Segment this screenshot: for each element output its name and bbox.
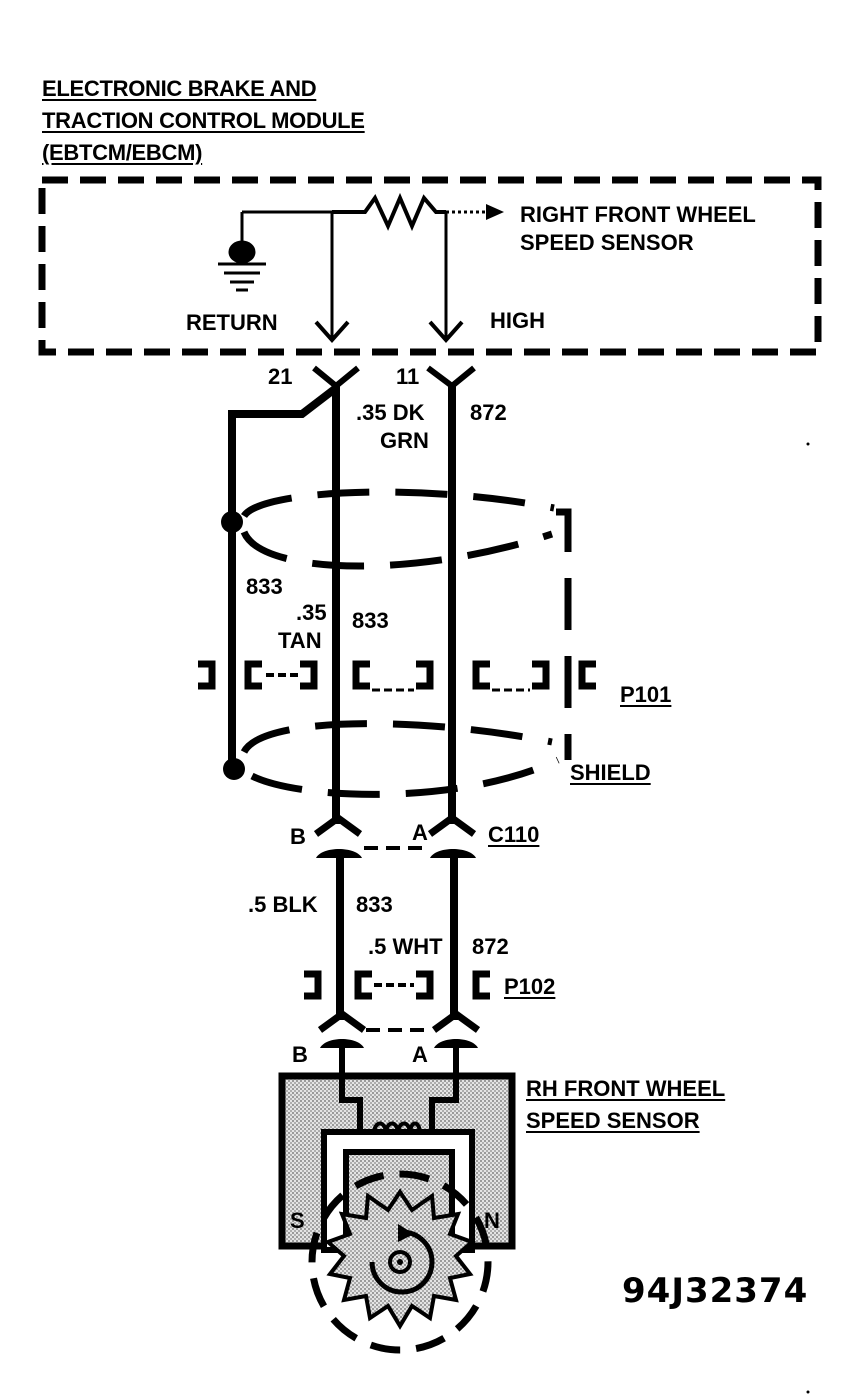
module-title-line-2: TRACTION CONTROL MODULE bbox=[42, 108, 365, 133]
sensor-label-line-2: SPEED SENSOR bbox=[526, 1108, 700, 1133]
rotation-arrow-icon bbox=[369, 1224, 435, 1295]
sensor-pin-a-label: A bbox=[412, 1042, 428, 1067]
p102-label: P102 bbox=[504, 974, 556, 999]
sensor-pole-s: S bbox=[290, 1208, 305, 1233]
module-connector-high-icon bbox=[426, 365, 476, 390]
high-pin-number: 11 bbox=[396, 364, 420, 389]
upper-high-gauge-line-1: .35 DK bbox=[356, 400, 425, 425]
c110-pin-b-label: B bbox=[290, 824, 306, 849]
high-chevron-icon bbox=[428, 320, 464, 344]
high-label: HIGH bbox=[490, 308, 545, 333]
c110-pin-b-lower-icon bbox=[316, 849, 362, 858]
upper-high-circuit: 872 bbox=[470, 400, 507, 425]
sensor-label-line-1: RH FRONT WHEEL bbox=[526, 1076, 726, 1101]
p102-connector-icon bbox=[304, 970, 490, 1000]
module-title-line-1: ELECTRONIC BRAKE AND bbox=[42, 76, 317, 101]
lower-b-circuit: 833 bbox=[356, 892, 393, 917]
drain-circuit: 833 bbox=[246, 574, 283, 599]
signal-arrow-head bbox=[486, 204, 504, 220]
lower-b-gauge: .5 BLK bbox=[248, 892, 318, 917]
sensor-pin-b-label: B bbox=[292, 1042, 308, 1067]
p101-connector-icon bbox=[198, 660, 596, 692]
module-sensor-label-line-2: SPEED SENSOR bbox=[520, 230, 694, 255]
module-sensor-label-line-1: RIGHT FRONT WHEEL bbox=[520, 202, 756, 227]
shield-bottom-junction-icon bbox=[223, 758, 245, 780]
sensor-pole-n: N bbox=[484, 1208, 500, 1233]
sensor-pin-b-lower-icon bbox=[320, 1039, 364, 1048]
return-gauge-line-2: TAN bbox=[278, 628, 322, 653]
resistor-icon bbox=[332, 192, 446, 232]
p101-label: P101 bbox=[620, 682, 672, 707]
return-chevron-icon bbox=[314, 320, 350, 344]
return-label: RETURN bbox=[186, 310, 278, 335]
c110-pin-a-lower-icon bbox=[430, 849, 476, 858]
shield-label: SHIELD bbox=[570, 760, 651, 785]
tone-wheel-outer-icon bbox=[308, 1170, 492, 1354]
wheel-hub-icon bbox=[388, 1250, 412, 1274]
sensor-pin-b-upper-icon bbox=[317, 1009, 367, 1033]
lower-a-gauge: .5 WHT bbox=[368, 934, 443, 959]
sensor-pin-a-upper-icon bbox=[431, 1009, 481, 1033]
figure-id: 94J32374 bbox=[622, 1271, 809, 1311]
upper-high-gauge-line-2: GRN bbox=[380, 428, 429, 453]
shield-cylinder bbox=[240, 488, 572, 798]
shield-top-junction-icon bbox=[221, 511, 243, 533]
sensor-pin-a-lower-icon bbox=[434, 1039, 478, 1048]
return-circuit: 833 bbox=[352, 608, 389, 633]
c110-label: C110 bbox=[488, 822, 540, 847]
c110-pin-b-upper-icon bbox=[313, 813, 363, 837]
ground-icon bbox=[218, 210, 332, 292]
module-connector-return-icon bbox=[312, 365, 360, 390]
lower-a-circuit: 872 bbox=[472, 934, 509, 959]
drain-wire bbox=[228, 384, 339, 768]
module-boundary bbox=[38, 176, 822, 356]
c110-pin-a-upper-icon bbox=[427, 813, 477, 837]
return-pin-number: 21 bbox=[268, 364, 293, 389]
c110-pin-a-label: A bbox=[412, 820, 428, 845]
return-gauge-line-1: .35 bbox=[296, 600, 327, 625]
module-title-line-3: (EBTCM/EBCM) bbox=[42, 140, 203, 165]
